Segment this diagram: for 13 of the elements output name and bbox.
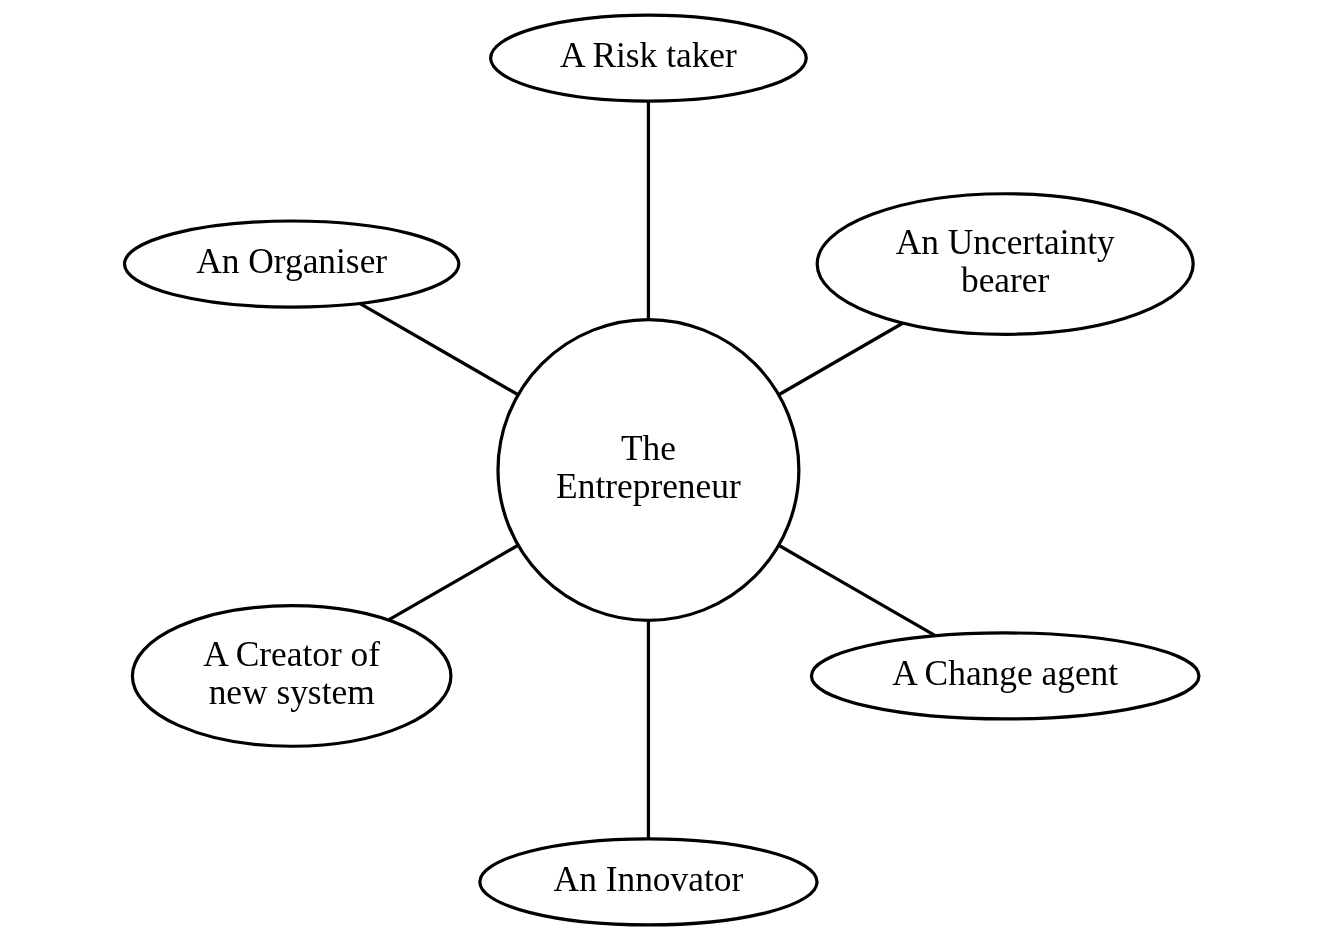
node-ellipse: An Uncertainty bearer xyxy=(815,192,1195,336)
node-ellipse: A Creator of new system xyxy=(130,604,453,748)
node-ellipse: An Innovator xyxy=(477,837,819,927)
connector xyxy=(777,321,903,397)
connector xyxy=(777,543,936,637)
node-circle: The Entrepreneur xyxy=(495,317,800,623)
node-ellipse: A Change agent xyxy=(809,631,1201,721)
connector xyxy=(646,101,650,320)
connector xyxy=(387,543,519,622)
node-ellipse: A Risk taker xyxy=(488,13,808,103)
node-ellipse: An Organiser xyxy=(122,219,460,309)
connector xyxy=(358,302,519,397)
connector xyxy=(646,620,650,839)
